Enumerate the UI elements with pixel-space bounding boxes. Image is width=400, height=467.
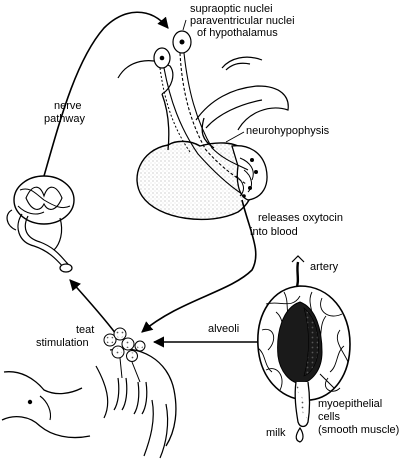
releases-oxytocin-label-line2: into blood	[250, 226, 298, 238]
nuclei-leader	[182, 19, 187, 31]
myoepithelial-label-line1: myoepithelial	[318, 398, 383, 410]
milk-label: milk	[266, 427, 286, 439]
nerve-pathway-arrow	[43, 11, 169, 177]
neurohypophysis-leader	[225, 131, 245, 143]
alveolus-detail	[257, 255, 351, 443]
nerve-pathway-label-line1: nerve	[54, 100, 82, 112]
neurohypophysis-label: neurohypophysis	[246, 125, 330, 137]
spinal-cord	[6, 175, 75, 273]
artery-label: artery	[310, 261, 339, 273]
teat-to-spinal-arrow	[69, 279, 117, 335]
oxytocin-blood-arrow	[141, 199, 257, 333]
releases-oxytocin-label-line1: releases oxytocin	[258, 212, 343, 224]
myoepithelial-label-line3: (smooth muscle)	[318, 424, 400, 436]
nerve-pathway-label-line2: pathway	[44, 113, 85, 125]
nuclei-label-line3: of hypothalamus	[197, 27, 278, 39]
teat-stimulation-label-line2: stimulation	[36, 337, 89, 349]
alveoli-label: alveoli	[208, 323, 240, 335]
myoepithelial-label-line2: cells	[318, 411, 341, 423]
nuclei-label-line2: paraventricular nuclei	[190, 15, 295, 27]
teat-stimulation-label-line1: teat	[76, 324, 95, 336]
nuclei-label-line1: supraoptic nuclei	[190, 3, 273, 15]
cow-udder-drawing	[1, 327, 177, 459]
pituitary-gland	[117, 30, 289, 221]
